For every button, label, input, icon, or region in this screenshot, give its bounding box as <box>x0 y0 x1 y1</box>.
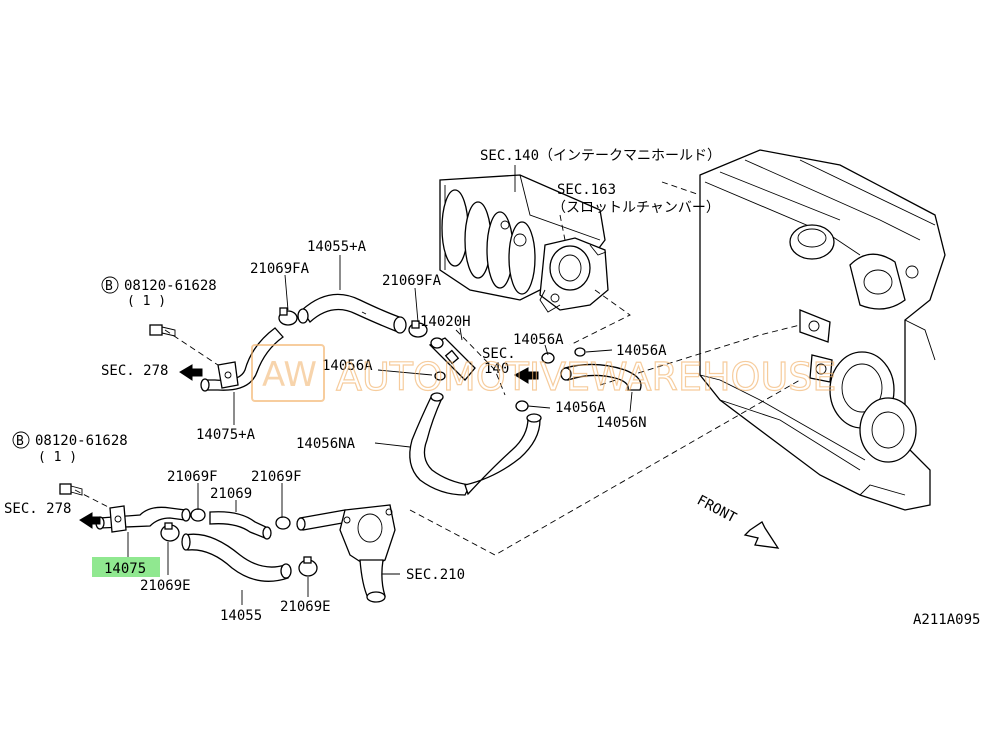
label-14056n: 14056N <box>596 415 647 431</box>
label-sec-mid: SEC. <box>482 346 516 362</box>
label-sec140-intake: SEC.140（インテークマニホールド） <box>480 148 721 164</box>
bolt-symbol-top <box>101 276 119 294</box>
label-14056a-bottom: 14056A <box>555 400 606 416</box>
bolt-top <box>149 324 176 337</box>
clip-14056a-bottom <box>515 400 529 412</box>
hose-14056na <box>409 392 542 496</box>
label-bolt-bottom-code: 08120-61628 <box>35 433 128 449</box>
label-front: FRONT <box>694 492 739 526</box>
dash-engine-top <box>661 181 701 196</box>
clip-21069fa-right <box>408 320 428 338</box>
label-sec210: SEC.210 <box>406 567 465 583</box>
watermark-text: AUTOMOTIVEWAREHOUSE <box>336 355 836 399</box>
label-bolt-symbol-top: B <box>105 279 113 294</box>
highlight-14075 <box>92 557 160 577</box>
label-14075a: 14075+A <box>196 427 256 443</box>
clip-21069f-left <box>190 508 206 522</box>
label-21069e-right: 21069E <box>280 599 331 615</box>
watermark-logo-box <box>251 344 325 402</box>
dash-14056n-engine <box>599 324 801 386</box>
label-bolt-top-code: 08120-61628 <box>124 278 217 294</box>
watermark-logo-text: AW <box>262 355 317 395</box>
label-14056a-right: 14056A <box>616 343 667 359</box>
clip-14056a-left <box>434 371 446 381</box>
label-diagram-code: A211A095 <box>913 612 980 628</box>
hose-14055a <box>297 293 407 334</box>
throttle-chamber-drawing <box>539 237 609 313</box>
hose-21069 <box>209 511 272 540</box>
watermark: AW AUTOMOTIVEWAREHOUSE <box>251 344 837 402</box>
arrow-sec140 <box>513 367 539 384</box>
arrow-sec278-bottom <box>79 512 101 529</box>
label-14056na: 14056NA <box>296 436 356 452</box>
label-21069fa-left: 21069FA <box>250 261 310 277</box>
hose-14055 <box>181 533 292 582</box>
dash-sec210-engine <box>409 379 801 556</box>
intake-manifold-drawing <box>439 174 606 301</box>
label-bolt-top-qty: ( 1 ) <box>127 294 166 309</box>
bolt-bottom <box>59 483 83 496</box>
label-sec163: SEC.163 <box>557 182 616 198</box>
dash-14020h-lead <box>455 329 506 396</box>
label-14075: 14075 <box>104 561 146 577</box>
label-14056a-top: 14056A <box>513 332 564 348</box>
label-sec140-mid-num: 140 <box>484 361 509 377</box>
label-sec278-top: SEC. 278 <box>101 363 168 379</box>
pipe-14075a <box>200 327 284 392</box>
engine-block-drawing <box>699 149 946 511</box>
arrow-sec278-top <box>179 364 203 381</box>
label-sec278-bottom: SEC. 278 <box>4 501 71 517</box>
dash-throttle-lead <box>569 289 631 346</box>
clip-21069fa-left <box>278 307 298 326</box>
dash-sec163-lead <box>559 214 566 241</box>
label-21069: 21069 <box>210 486 252 502</box>
clip-21069e-right <box>298 556 318 577</box>
bolt-symbol-bottom <box>12 431 30 449</box>
hose-14056n <box>541 347 642 391</box>
label-21069e-left: 21069E <box>140 578 191 594</box>
front-arrow <box>743 521 780 549</box>
label-sec163-desc: （スロットルチャンバー） <box>552 200 720 216</box>
connector-14020h <box>428 337 476 381</box>
label-bolt-symbol-bottom: B <box>16 434 24 449</box>
leader-lines <box>127 165 633 605</box>
label-14055: 14055 <box>220 608 262 624</box>
label-bolt-bottom-qty: ( 1 ) <box>38 450 77 465</box>
clip-21069f-right <box>275 516 291 530</box>
label-14055a: 14055+A <box>307 239 367 255</box>
label-21069f-left: 21069F <box>167 469 218 485</box>
label-21069f-right: 21069F <box>251 469 302 485</box>
thermostat-housing <box>339 504 396 603</box>
clip-21069e-left <box>160 522 180 542</box>
label-14056a-left: 14056A <box>322 358 373 374</box>
label-14020h: 14020H <box>420 314 471 330</box>
part-labels: SEC.140（インテークマニホールド） SEC.163 （スロットルチャンバー… <box>4 148 980 628</box>
label-21069fa-right: 21069FA <box>382 273 442 289</box>
